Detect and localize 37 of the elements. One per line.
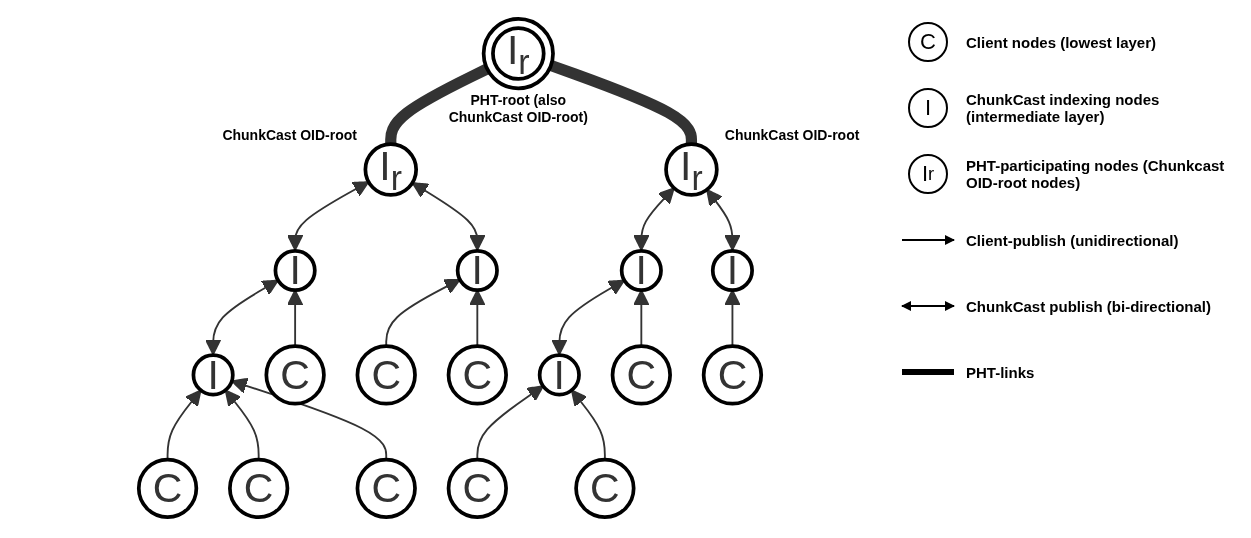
node-circle: C [355, 344, 417, 406]
node-caption: ChunkCast OID-root [724, 126, 860, 144]
arrow [411, 182, 486, 251]
node-circle: C [228, 457, 290, 519]
node-circle: C [264, 344, 326, 406]
node-circle: I [455, 248, 499, 293]
node-circle: I$_{r}$ [664, 142, 719, 197]
arrow [204, 279, 279, 356]
node-circle: I [273, 248, 317, 293]
node-circle: C [136, 457, 199, 519]
node-symbol: C [908, 22, 948, 62]
legend-text: ChunkCast indexing nodes (intermediate layer) [966, 91, 1161, 125]
node-circle: I$_{r}$ [363, 142, 418, 197]
connector [549, 60, 697, 146]
node-circle: C [610, 344, 672, 406]
node-circle: I [191, 353, 235, 397]
node-circle: C [446, 344, 508, 406]
node-caption: PHT-root (also ChunkCast OID-root) [447, 92, 589, 126]
node-symbol: I [908, 88, 948, 128]
arrow [551, 279, 626, 356]
arrow [633, 187, 675, 251]
node-circle: I [710, 248, 754, 293]
node-circle: C [574, 457, 636, 519]
node-circle: C [446, 457, 508, 519]
legend-text: Client nodes (lowest layer) [966, 33, 1157, 51]
legend-text: PHT-links [966, 363, 1035, 381]
node-circle: I [537, 353, 581, 397]
legend-text: ChunkCast publish (bi-directional) [966, 297, 1211, 315]
node-circle: I$_{r}$ [481, 17, 555, 91]
node-circle: C [355, 457, 417, 519]
node-caption: ChunkCast OID-root [222, 126, 357, 144]
arrow [286, 181, 370, 251]
legend-text: Client-publish (unidirectional) [966, 231, 1179, 249]
node-circle: C [701, 344, 764, 406]
legend-text: PHT-participating nodes (Chunkcast OID-root nodes) [966, 157, 1226, 191]
arrow [706, 188, 741, 251]
node-circle: I [619, 248, 663, 293]
